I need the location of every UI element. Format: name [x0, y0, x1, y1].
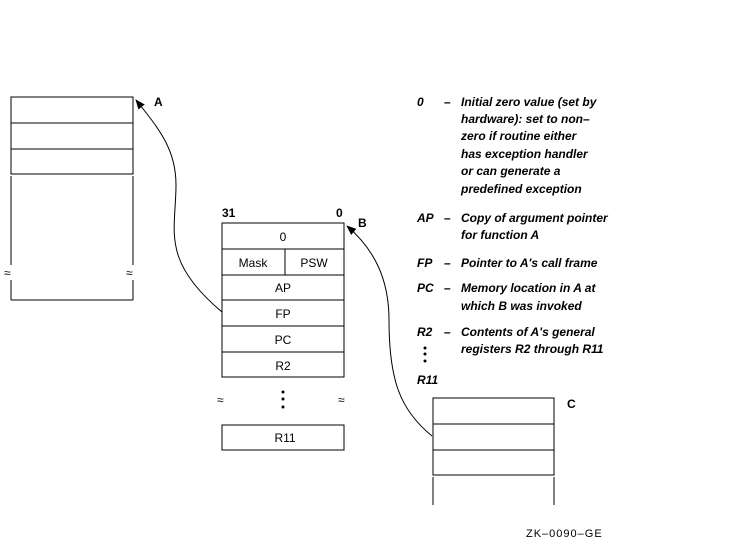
legend-text: Memory location in A at — [461, 281, 596, 295]
legend: 0 – Initial zero value (set by hardware)… — [416, 95, 609, 387]
row-r2: R2 — [275, 359, 291, 373]
vertical-ellipsis-icon — [423, 346, 427, 363]
break-symbol: ≈ — [217, 393, 224, 407]
row-r11: R11 — [274, 431, 295, 445]
legend-text: registers R2 through R11 — [461, 342, 604, 356]
row-mask: Mask — [239, 256, 269, 270]
legend-text: Contents of A's general — [461, 325, 595, 339]
legend-dash: – — [444, 256, 451, 270]
row-fp: FP — [275, 307, 290, 321]
frame-b-label: B — [358, 216, 367, 230]
frame-c: C — [432, 397, 576, 505]
break-symbol: ≈ — [4, 266, 11, 280]
legend-text: has exception handler — [461, 147, 589, 161]
bit-high-label: 31 — [222, 206, 236, 220]
frame-a-label: A — [154, 95, 163, 109]
legend-text: or can generate a — [461, 164, 561, 178]
legend-text: Initial zero value (set by — [461, 95, 598, 109]
figure-id: ZK–0090–GE — [526, 528, 603, 540]
frame-c-label: C — [567, 397, 576, 411]
legend-text: predefined exception — [460, 182, 582, 196]
legend-dash: – — [444, 281, 451, 295]
arrow-to-a — [135, 99, 223, 313]
legend-text: zero if routine either — [460, 129, 578, 143]
row-psw: PSW — [300, 256, 328, 270]
arrow-to-b — [346, 225, 433, 437]
legend-text: Pointer to A's call frame — [461, 256, 598, 270]
vertical-ellipsis-icon — [281, 390, 285, 409]
break-symbol: ≈ — [338, 393, 345, 407]
legend-key: FP — [417, 256, 433, 270]
legend-dash: – — [444, 325, 451, 339]
frame-c-top-block — [432, 397, 555, 476]
legend-text: for function A — [461, 228, 539, 242]
break-symbol: ≈ — [126, 266, 133, 280]
row-ap: AP — [275, 281, 291, 295]
legend-key: PC — [417, 281, 434, 295]
legend-text: Copy of argument pointer — [461, 211, 609, 225]
row-zero: 0 — [280, 230, 287, 244]
legend-dash: – — [444, 211, 451, 225]
frame-a: ≈ ≈ A — [4, 95, 163, 301]
legend-key: 0 — [417, 95, 424, 109]
legend-key: R2 — [417, 325, 433, 339]
legend-dash: – — [444, 95, 451, 109]
frame-b: 31 0 B 0 Mask PSW AP FP PC R2 ≈ ≈ R11 — [217, 206, 367, 451]
legend-text: hardware): set to non– — [461, 112, 590, 126]
frame-a-top-block — [10, 96, 134, 175]
legend-key: AP — [416, 211, 435, 225]
row-pc: PC — [275, 333, 292, 347]
legend-key: R11 — [417, 373, 438, 387]
legend-text: which B was invoked — [461, 299, 582, 313]
bit-low-label: 0 — [336, 206, 343, 220]
frame-b-r11-block — [221, 424, 345, 451]
